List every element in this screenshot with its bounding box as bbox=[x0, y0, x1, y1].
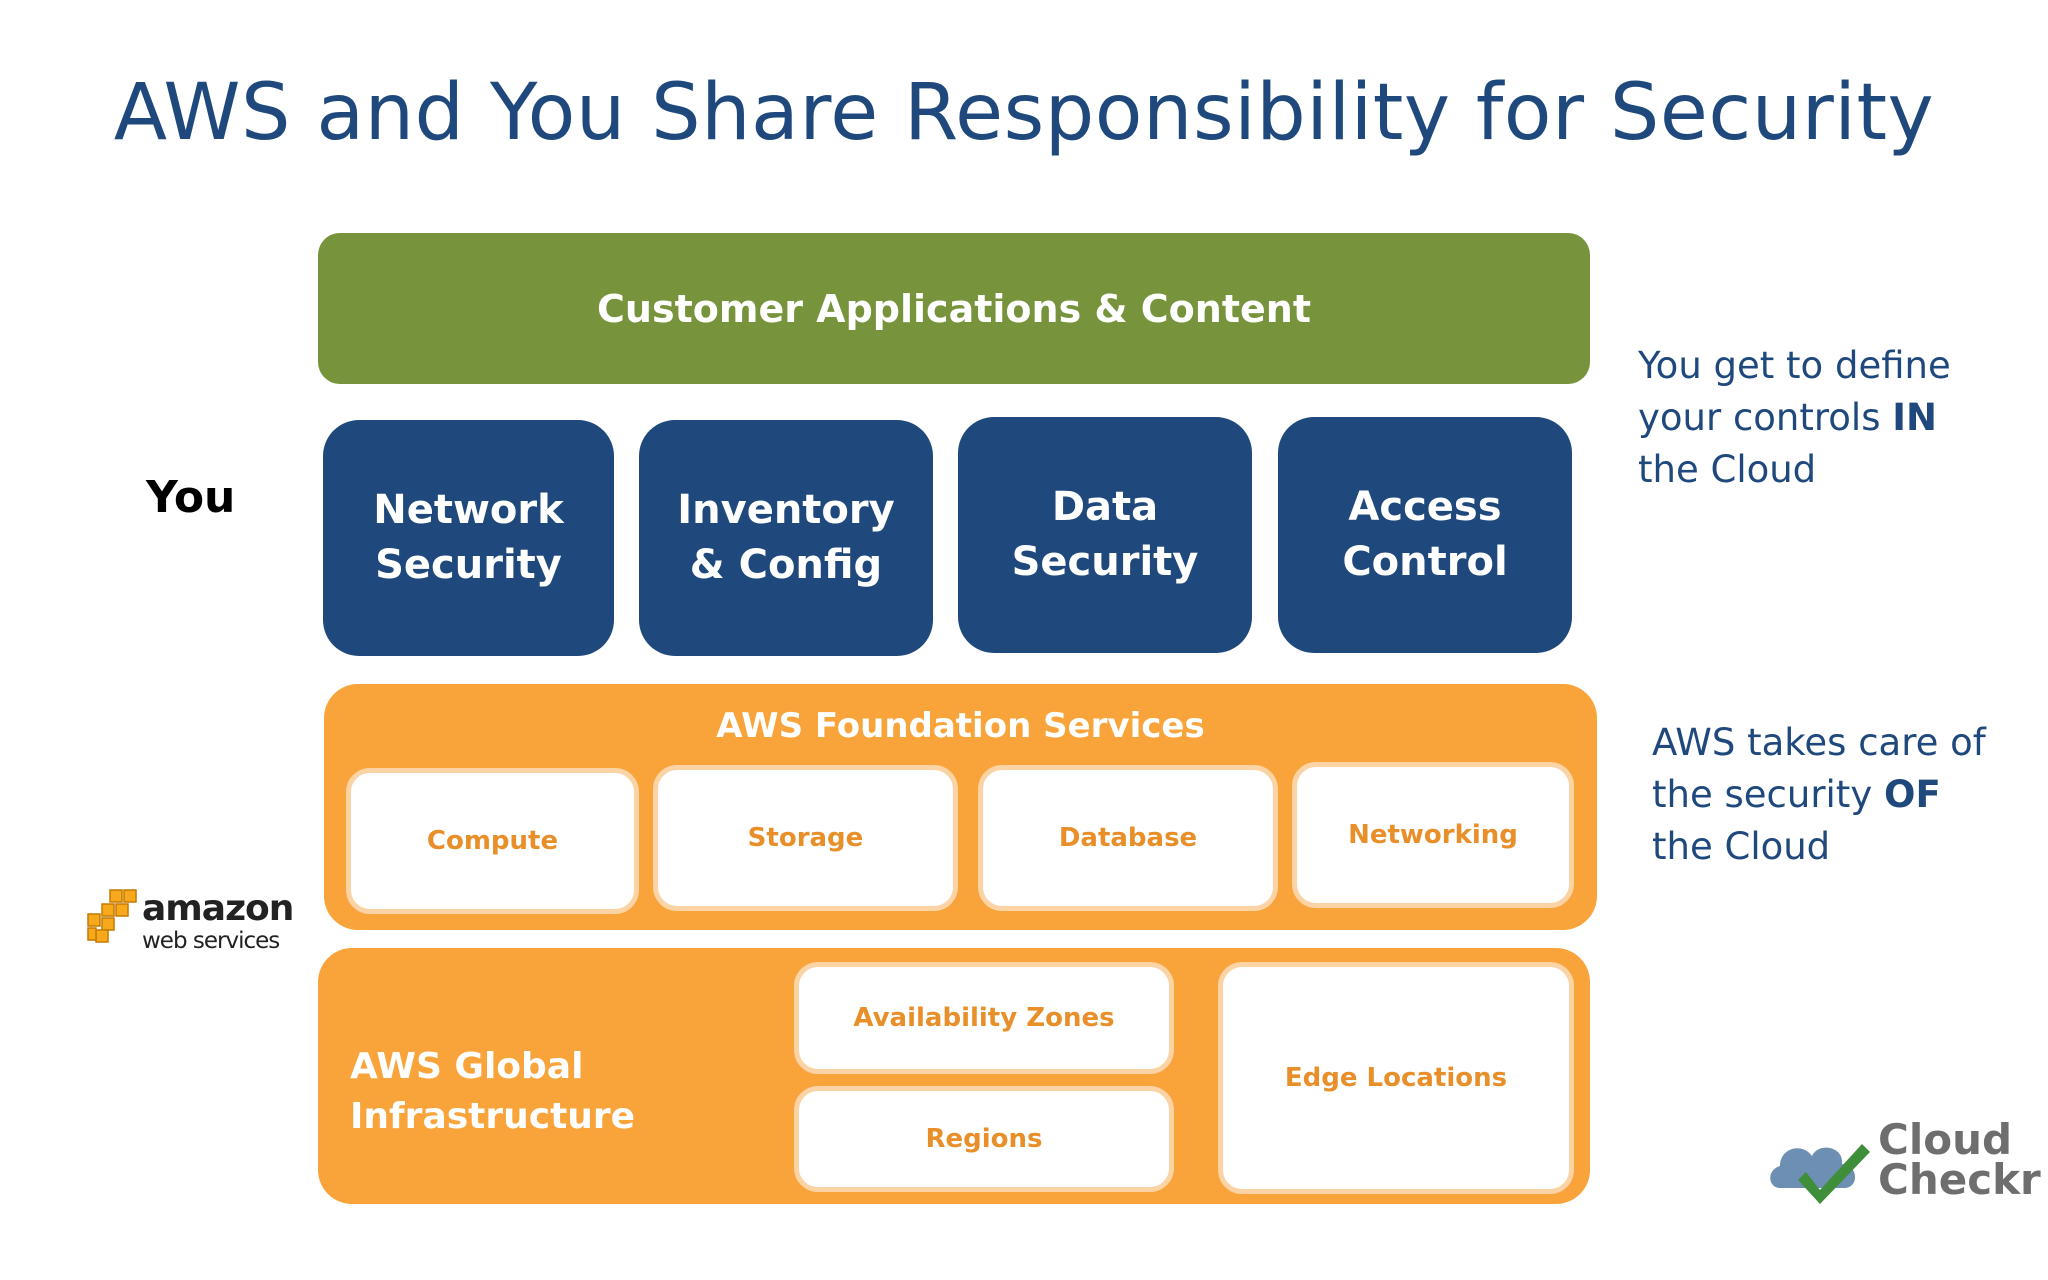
aws-logo-sub: web services bbox=[142, 928, 280, 954]
aws-global-infrastructure-panel: Availability Zones Regions Edge Location… bbox=[318, 948, 1590, 1204]
customer-responsibility-note: You get to define your controls IN the C… bbox=[1638, 340, 1951, 496]
cloud-check-icon bbox=[1770, 1144, 1870, 1204]
aws-foundation-panel: AWS Foundation Services Compute Storage … bbox=[324, 684, 1597, 930]
you-label: You bbox=[146, 472, 236, 523]
cloudcheckr-logo: Cloud Checkr bbox=[1766, 1118, 2041, 1208]
compute-card: Compute bbox=[346, 768, 639, 914]
cloudcheckr-wordmark: Cloud Checkr bbox=[1878, 1115, 2041, 1204]
aws-global-infrastructure-label: AWS Global Infrastructure bbox=[350, 1046, 636, 1137]
networking-card: Networking bbox=[1292, 762, 1574, 908]
customer-note-line1: You get to define bbox=[1638, 344, 1951, 387]
customer-note-emphasis: IN bbox=[1892, 396, 1937, 439]
customer-note-line2: your controls bbox=[1638, 396, 1893, 439]
database-card: Database bbox=[978, 765, 1278, 911]
network-security-box: Network Security bbox=[323, 420, 614, 656]
aws-note-emphasis: OF bbox=[1883, 773, 1941, 816]
aws-note-line3: the Cloud bbox=[1652, 825, 1831, 868]
data-security-box: Data Security bbox=[958, 417, 1252, 653]
customer-applications-layer: Customer Applications & Content bbox=[318, 233, 1590, 384]
customer-applications-label: Customer Applications & Content bbox=[597, 286, 1311, 331]
access-control-box: Access Control bbox=[1278, 417, 1572, 653]
regions-card: Regions bbox=[794, 1086, 1174, 1192]
availability-zones-card: Availability Zones bbox=[794, 962, 1174, 1074]
aws-cubes-icon bbox=[87, 889, 137, 943]
inventory-config-box: Inventory & Config bbox=[639, 420, 933, 656]
aws-note-line1: AWS takes care of bbox=[1652, 721, 1986, 764]
storage-card: Storage bbox=[653, 765, 958, 911]
edge-locations-card: Edge Locations bbox=[1218, 962, 1574, 1194]
customer-note-line3: the Cloud bbox=[1638, 448, 1817, 491]
aws-note-line2: the security bbox=[1652, 773, 1884, 816]
aws-logo-word: amazon bbox=[142, 888, 294, 929]
aws-foundation-title: AWS Foundation Services bbox=[716, 706, 1205, 746]
aws-logo: amazon web services bbox=[86, 888, 294, 968]
page-title: AWS and You Share Responsibility for Sec… bbox=[113, 68, 1935, 158]
aws-responsibility-note: AWS takes care of the security OF the Cl… bbox=[1652, 717, 1986, 873]
